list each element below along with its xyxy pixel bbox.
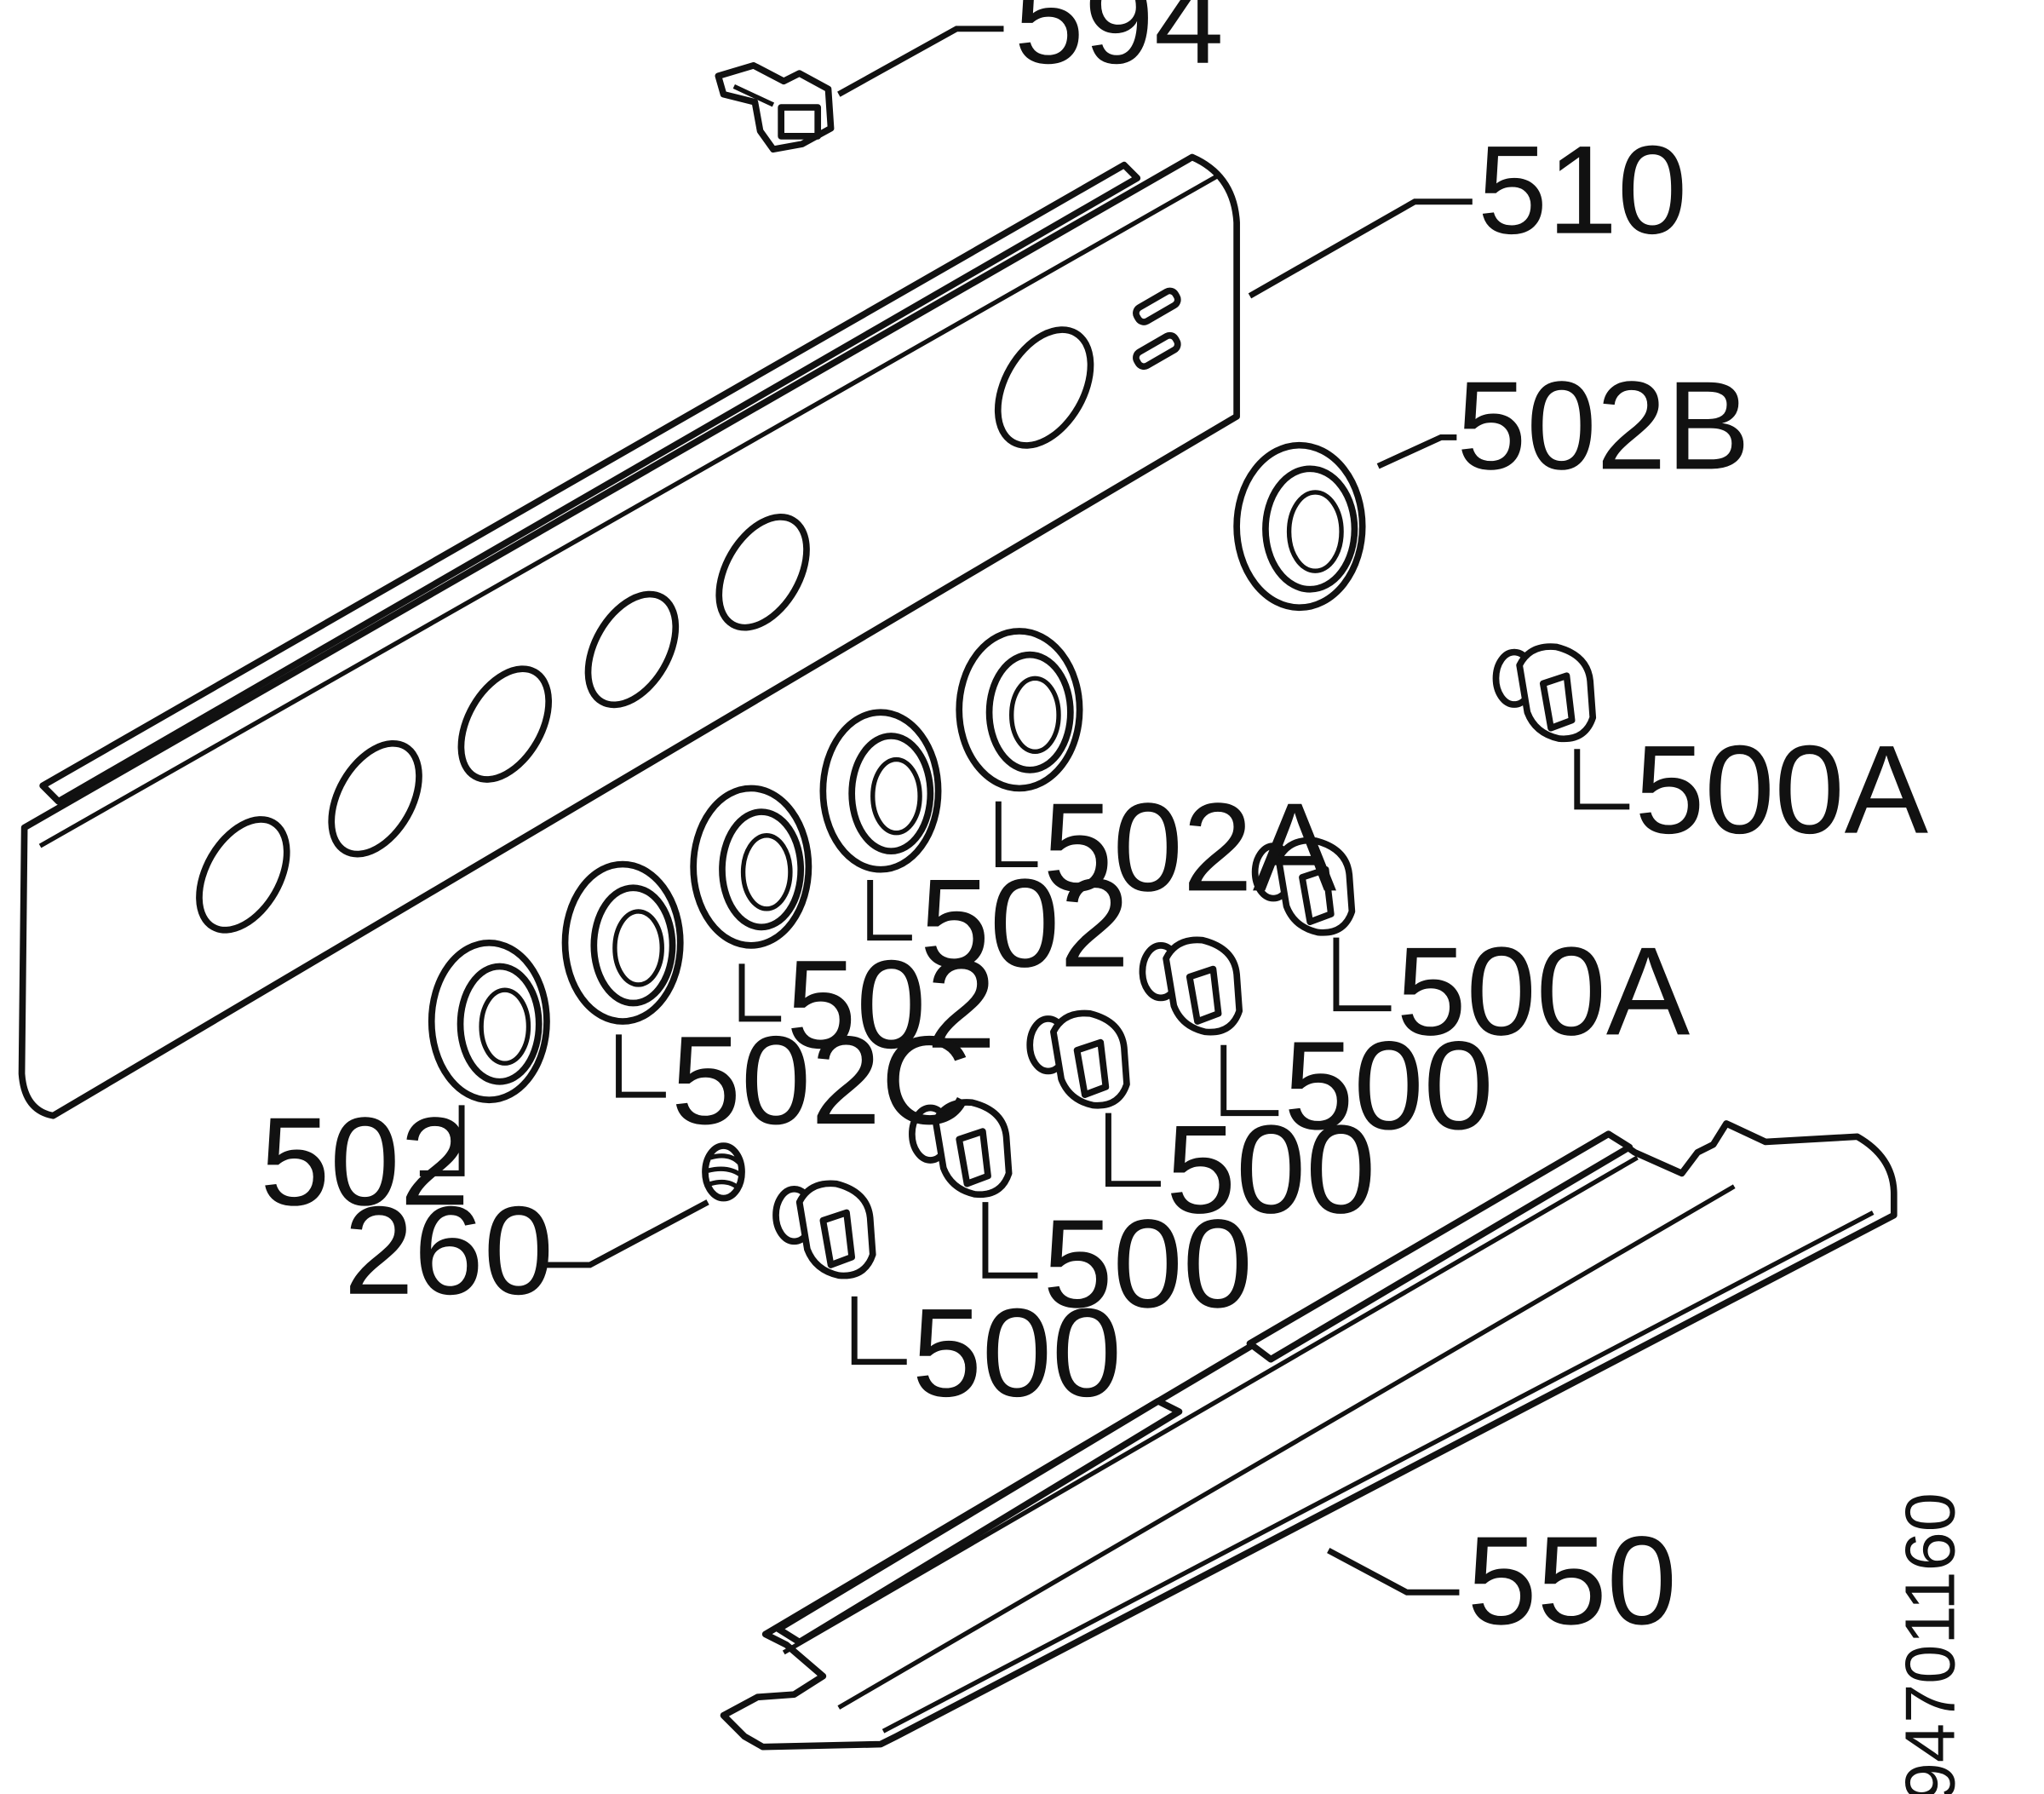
bezel-ring bbox=[690, 785, 812, 949]
document-number: 94701160 bbox=[1891, 1492, 1970, 1794]
part-550-trim-strip bbox=[720, 1120, 1898, 1751]
part-260-spring bbox=[702, 1142, 745, 1202]
label-500a: 500A bbox=[1634, 720, 1928, 860]
label-502: 502 bbox=[260, 1091, 469, 1232]
label-500: 500 bbox=[912, 1283, 1122, 1423]
label-594: 594 bbox=[1014, 0, 1224, 90]
bezel-ring bbox=[819, 709, 942, 873]
label-500: 500 bbox=[1283, 1015, 1493, 1156]
part-594-switch bbox=[715, 62, 835, 153]
label-502c: 502C bbox=[671, 1010, 972, 1151]
label-500: 500 bbox=[1166, 1099, 1375, 1239]
label-502a: 502A bbox=[1043, 777, 1337, 917]
knob bbox=[909, 1099, 1013, 1199]
part-502b-bezel bbox=[1233, 441, 1366, 612]
knob bbox=[1251, 837, 1356, 936]
knob bbox=[772, 1180, 876, 1279]
leader-lines bbox=[419, 26, 1630, 1596]
bezel-ring bbox=[561, 860, 684, 1025]
label-502: 502 bbox=[786, 934, 996, 1075]
label-502: 502 bbox=[920, 853, 1129, 993]
bezel-ring bbox=[956, 628, 1083, 792]
bezel-ring bbox=[428, 939, 550, 1104]
knob bbox=[1139, 936, 1243, 1036]
label-500a: 500A bbox=[1397, 921, 1691, 1061]
label-502b: 502B bbox=[1456, 355, 1750, 496]
knob bbox=[1492, 643, 1597, 743]
label-260: 260 bbox=[344, 1181, 554, 1321]
label-510: 510 bbox=[1478, 120, 1687, 261]
part-510-control-panel bbox=[18, 153, 1240, 1119]
label-550: 550 bbox=[1467, 1510, 1677, 1651]
label-500: 500 bbox=[1043, 1193, 1253, 1334]
knob bbox=[1026, 1009, 1130, 1109]
